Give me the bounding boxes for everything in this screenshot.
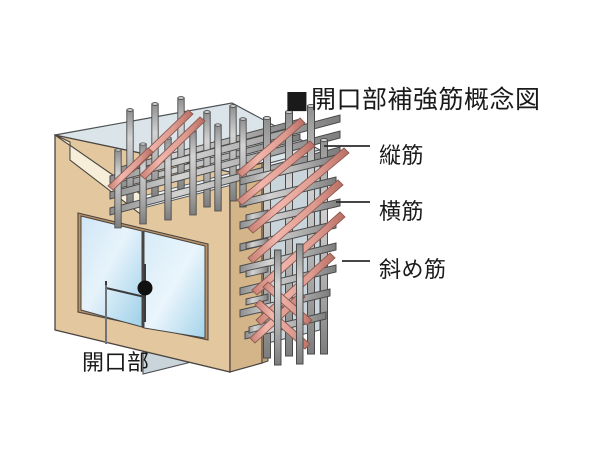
- vertical-bar: [274, 249, 282, 366]
- rebar-cage: [107, 96, 350, 366]
- figure-title: 開口部補強筋概念図: [311, 85, 541, 114]
- title-marker: ■: [285, 85, 309, 114]
- opening-callout: [105, 264, 153, 344]
- diagonal-bar: [247, 147, 350, 234]
- text-layer: ■ 開口部補強筋概念図 縦筋 横筋 斜め筋 開口部: [82, 85, 541, 376]
- diagonal-bar: [247, 179, 344, 264]
- label-opening: 開口部: [82, 351, 150, 376]
- opening-glass-left: [80, 215, 143, 328]
- opening-glass-right: [143, 230, 206, 339]
- label-vertical-rebar: 縦筋: [379, 144, 424, 169]
- label-diagonal-rebar: 斜め筋: [379, 258, 447, 283]
- vertical-bars-bottom-right: [274, 243, 304, 366]
- callout-leaders: [324, 145, 370, 262]
- label-horizontal-rebar: 横筋: [379, 200, 424, 225]
- vertical-bar: [296, 243, 304, 365]
- opening-marker-dot: [137, 280, 153, 296]
- diagonal-bar: [107, 147, 154, 191]
- diagonal-bar: [236, 117, 306, 178]
- diagonal-bar: [236, 140, 316, 206]
- diagonal-bars-top: [107, 109, 206, 191]
- diagonal-bar: [139, 116, 206, 180]
